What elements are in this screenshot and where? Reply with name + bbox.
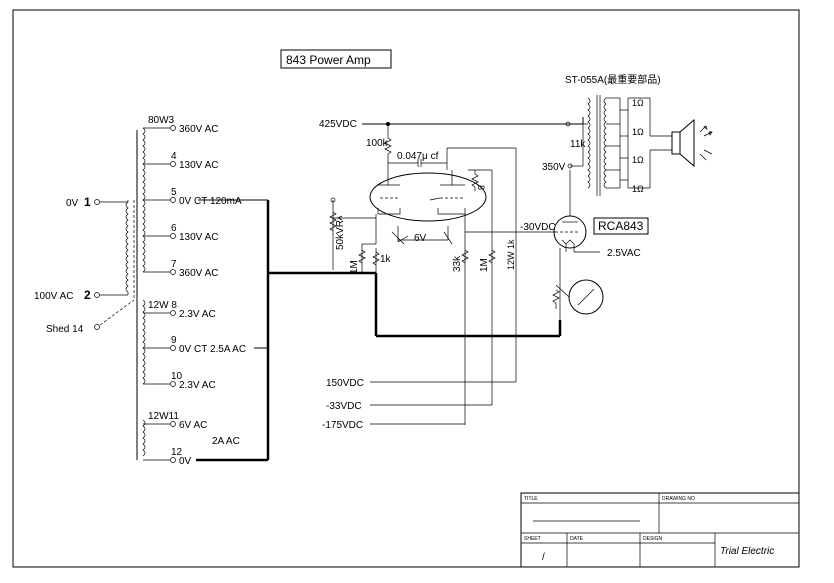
terminal-voltage: 6V AC	[179, 420, 207, 431]
terminal-voltage: 360V AC	[179, 124, 218, 135]
supply-minus30: -30VDC	[520, 222, 556, 233]
terminal-number: 10	[171, 371, 183, 382]
terminal-voltage: 130V AC	[179, 160, 218, 171]
heater-6v: 6V	[414, 233, 427, 244]
secondary-terminal-5: 50V CT 120mA	[170, 187, 242, 207]
secondary-terminal-3: 80W3 360V AC	[148, 115, 218, 135]
svg-text:Shed 14: Shed 14	[46, 324, 84, 335]
svg-text:2: 2	[84, 288, 91, 302]
r-1m-a: 1M	[349, 260, 360, 274]
r-1k: 1k	[380, 254, 392, 265]
r-side: 12W 1k	[506, 239, 516, 270]
heater-2-5v: 2.5VAC	[607, 248, 641, 259]
supply-425: 425VDC	[319, 119, 357, 130]
svg-text:0V: 0V	[66, 198, 79, 209]
tb-sheet-value: /	[542, 552, 545, 563]
terminal-number: 80W3	[148, 115, 175, 126]
terminal-voltage: 130V AC	[179, 232, 218, 243]
terminal-number: 6	[171, 223, 177, 234]
terminal-voltage: 2.3V AC	[179, 309, 216, 320]
title-block: TITLE DRAWING NO SHEET DATE DESIGN / Tri…	[520, 492, 800, 568]
vr-50k: 50kVR	[335, 220, 346, 250]
ot-impedance: 11k	[570, 139, 586, 150]
tb-design-label: DESIGN	[643, 536, 663, 542]
terminal-voltage: 0V	[179, 456, 192, 467]
terminal-number: 9	[171, 335, 177, 346]
tap-4: 1Ω	[632, 184, 644, 194]
supply-350: 350V	[542, 162, 566, 173]
supply-150: 150VDC	[326, 378, 364, 389]
tb-company: Trial Electric	[720, 546, 774, 557]
tap-2: 1Ω	[632, 127, 644, 137]
primary-terminal-2: 100V AC 2	[34, 288, 100, 302]
supply-minus175: -175VDC	[322, 420, 363, 431]
note-2a: 2A AC	[212, 436, 240, 447]
secondary-terminal-8: 12W 82.3V AC	[148, 300, 216, 320]
shield-terminal: Shed 14	[46, 324, 100, 335]
r-100k: 100k	[366, 138, 389, 149]
output-transformer-label: ST-055A(最重要部品)	[565, 73, 661, 86]
tube-rca843: RCA843	[598, 219, 644, 233]
power-transformer	[99, 127, 170, 461]
terminal-number: 12W 8	[148, 300, 177, 311]
r-1m-b: 1M	[479, 258, 490, 272]
title-box	[280, 49, 392, 69]
terminal-voltage: 360V AC	[179, 268, 218, 279]
cap-0047: 0.047μ cf	[397, 151, 439, 162]
tap-1: 1Ω	[632, 98, 644, 108]
tb-title-label: TITLE	[524, 496, 538, 502]
svg-text:100V AC: 100V AC	[34, 291, 73, 302]
secondary-terminal-9: 90V CT 2.5A AC	[170, 335, 246, 355]
r-8: 8	[476, 185, 486, 190]
tb-sheet-label: SHEET	[524, 536, 541, 542]
terminal-number: 12	[171, 447, 183, 458]
terminal-number: 5	[171, 187, 177, 198]
terminal-number: 12W11	[148, 411, 179, 422]
tb-date-label: DATE	[570, 536, 584, 542]
speaker-icon	[671, 118, 713, 168]
secondary-terminal-10: 102.3V AC	[170, 371, 216, 391]
terminal-voltage: 0V CT 120mA	[179, 196, 242, 207]
output-transformer	[570, 95, 672, 196]
terminal-voltage: 2.3V AC	[179, 380, 216, 391]
r-33k: 33k	[452, 255, 463, 272]
primary-terminal-1: 0V 1	[66, 195, 100, 209]
supply-minus33: -33VDC	[326, 401, 362, 412]
terminal-voltage: 0V CT 2.5A AC	[179, 344, 246, 355]
tb-drawing-label: DRAWING NO	[662, 496, 695, 502]
page-border	[12, 9, 800, 568]
driver-tube	[369, 172, 487, 222]
terminal-number: 7	[171, 259, 177, 270]
svg-text:1: 1	[84, 195, 91, 209]
page-title: 843 Power Amp	[286, 53, 371, 67]
tap-3: 1Ω	[632, 155, 644, 165]
terminal-number: 4	[171, 151, 177, 162]
